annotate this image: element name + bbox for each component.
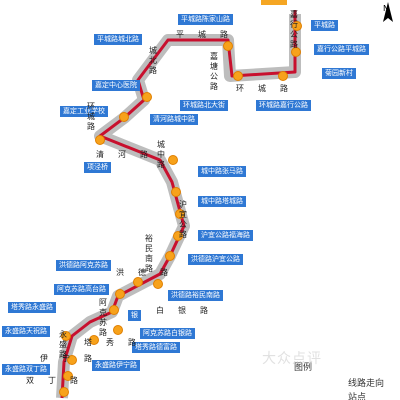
stop-dot xyxy=(173,231,183,241)
stop-label: 平城路 xyxy=(311,20,338,31)
road-name: 城中路 xyxy=(157,140,165,169)
road-name: 塔秀路 xyxy=(84,338,150,347)
road-name: 城北路 xyxy=(149,46,157,75)
stop-dot xyxy=(113,325,123,335)
stop-dot xyxy=(67,355,77,365)
stop-label: 清河路城中路 xyxy=(150,114,198,125)
stop-dot xyxy=(175,209,185,219)
stop-dot xyxy=(291,47,301,57)
stop-dot xyxy=(168,155,178,165)
stop-dot xyxy=(109,305,119,315)
stop-dot xyxy=(142,92,152,102)
legend-stop-label: 站点 xyxy=(348,393,367,400)
stop-label: 阿克苏路白银路 xyxy=(140,328,195,339)
stop-dot xyxy=(233,71,243,81)
stop-label: 城中路张马路 xyxy=(198,166,246,177)
stop-label: 嘉定工业学校 xyxy=(60,106,108,117)
stop-dot xyxy=(61,331,71,341)
stop-dot xyxy=(278,71,288,81)
stop-label: 环城路北大街 xyxy=(180,100,228,111)
stop-label: 永盛路伊宁路 xyxy=(92,360,140,371)
stop-dot xyxy=(89,335,99,345)
stop-label: 城中路塔城路 xyxy=(198,196,246,207)
route-line xyxy=(60,10,297,399)
road-name: 嘉行公路 xyxy=(290,10,298,49)
road-name: 裕民南路 xyxy=(145,234,153,273)
stop-dot xyxy=(223,41,233,51)
stop-label: 阿克苏路高台路 xyxy=(54,284,109,295)
legend-route-label: 线路走向 xyxy=(348,379,385,389)
stop-dot xyxy=(133,277,143,287)
stop-dot xyxy=(63,371,73,381)
stop-label: 嘉定中心医院 xyxy=(92,80,140,91)
stop-label: 永盛路双丁路 xyxy=(2,364,50,375)
stop-dot xyxy=(292,21,302,31)
road-name: 白银路 xyxy=(156,306,222,315)
road-name: 嘉塘公路 xyxy=(210,52,218,91)
road-name: 洪德路 xyxy=(116,268,182,277)
road-name: 永盛路 xyxy=(59,330,67,359)
road-name: 清河路 xyxy=(96,150,162,159)
stop-dot xyxy=(59,387,69,397)
stop-label: 洪德路阿克苏路 xyxy=(56,260,111,271)
road-name: 环城路 xyxy=(236,84,302,93)
stop-label: 塔秀路永盛路 xyxy=(8,302,56,313)
north-mark: N xyxy=(383,4,389,13)
stop-dot xyxy=(165,251,175,261)
stop-dot xyxy=(171,187,181,197)
stop-label: 平城路城北路 xyxy=(94,34,142,45)
stop-label: 银 xyxy=(128,310,141,321)
road-name: 平城路 xyxy=(176,30,242,39)
stop-dot xyxy=(119,112,129,122)
stop-label: 平城路陈家山路 xyxy=(178,14,233,25)
stop-label: 永盛路天祝路 xyxy=(2,326,50,337)
road-name: 沪宜公路 xyxy=(179,200,187,239)
stop-label: 菊园新村 xyxy=(322,68,356,79)
road-name: 环城路 xyxy=(87,102,95,131)
stop-label: 塔秀路德富路 xyxy=(132,342,180,353)
stop-label: 洪德路裕民南路 xyxy=(168,290,223,301)
legend: 图例 线路走向 站点 xyxy=(270,356,400,400)
stop-label: 项泾桥 xyxy=(84,162,111,173)
terminal-marker xyxy=(261,0,287,5)
road-name: 伊宁路 xyxy=(40,354,106,363)
stop-dot xyxy=(153,279,163,289)
stop-dot xyxy=(95,135,105,145)
legend-title: 图例 xyxy=(294,363,313,373)
watermark: 大众点评 xyxy=(262,351,322,367)
stop-label: 嘉行公路平城路 xyxy=(314,44,369,55)
stop-label: 洪德路沪宜公路 xyxy=(188,254,243,265)
stop-label: 环城路嘉行公路 xyxy=(256,100,311,111)
north-arrow-icon xyxy=(383,2,393,22)
stops xyxy=(59,21,302,397)
road-name: 阿克苏路 xyxy=(99,298,107,337)
stop-dot xyxy=(115,289,125,299)
stop-label: 沪宜公路福海路 xyxy=(198,230,253,241)
road-name: 双丁路 xyxy=(26,376,92,385)
